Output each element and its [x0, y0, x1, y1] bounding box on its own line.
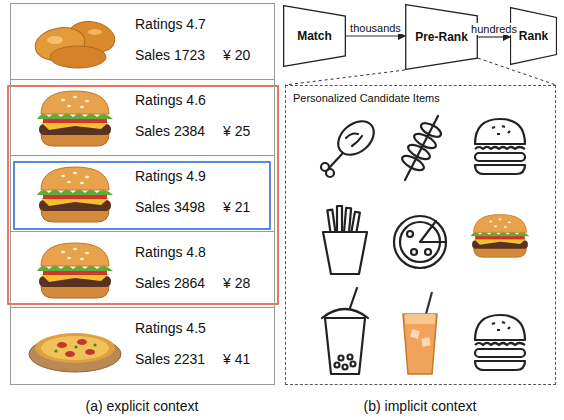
edge-label: thousands [349, 22, 402, 34]
rating-text: Ratings 4.8 [135, 244, 206, 260]
rating-text: Ratings 4.7 [135, 16, 206, 32]
stage-funnel: Rank [510, 7, 557, 65]
stage-label: Match [297, 29, 332, 43]
edge-label: hundreds [470, 23, 518, 35]
sales-text: Sales 2864 [135, 275, 205, 291]
rating-text: Ratings 4.5 [135, 320, 206, 336]
flow-arrow [346, 35, 405, 36]
item-card: Ratings 4.8Sales 2864 ¥ 28 [10, 231, 275, 308]
sales-text: Sales 2384 [135, 123, 205, 139]
price-text: ¥ 20 [223, 47, 250, 63]
rating-text: Ratings 4.6 [135, 92, 206, 108]
price-text: ¥ 25 [223, 123, 250, 139]
sales-text: Sales 2231 [135, 351, 205, 367]
item-card: Ratings 4.5Sales 2231 ¥ 41 [10, 307, 275, 385]
sales-text: Sales 3498 [135, 199, 205, 215]
price-text: ¥ 41 [223, 351, 250, 367]
candidate-panel: Personalized Candidate Items [285, 85, 556, 385]
panel-title: Personalized Candidate Items [293, 92, 440, 104]
item-card: Ratings 4.7Sales 1723 ¥ 20 [10, 3, 275, 80]
flow-arrow [478, 36, 510, 37]
zoom-line [285, 70, 405, 85]
price-text: ¥ 21 [223, 199, 250, 215]
item-card: Ratings 4.9Sales 3498 ¥ 21 [10, 155, 275, 232]
stage-funnel: Match [283, 5, 346, 67]
stage-label: Pre-Rank [415, 30, 468, 44]
item-card: Ratings 4.6Sales 2384 ¥ 25 [10, 79, 275, 156]
stage-label: Rank [519, 29, 548, 43]
panel-caption: (b) implicit context [318, 398, 522, 414]
panel-caption: (a) explicit context [40, 398, 244, 414]
price-text: ¥ 28 [223, 275, 250, 291]
sales-text: Sales 1723 [135, 47, 205, 63]
stage-funnel: Pre-Rank [405, 4, 478, 70]
rating-text: Ratings 4.9 [135, 168, 206, 184]
